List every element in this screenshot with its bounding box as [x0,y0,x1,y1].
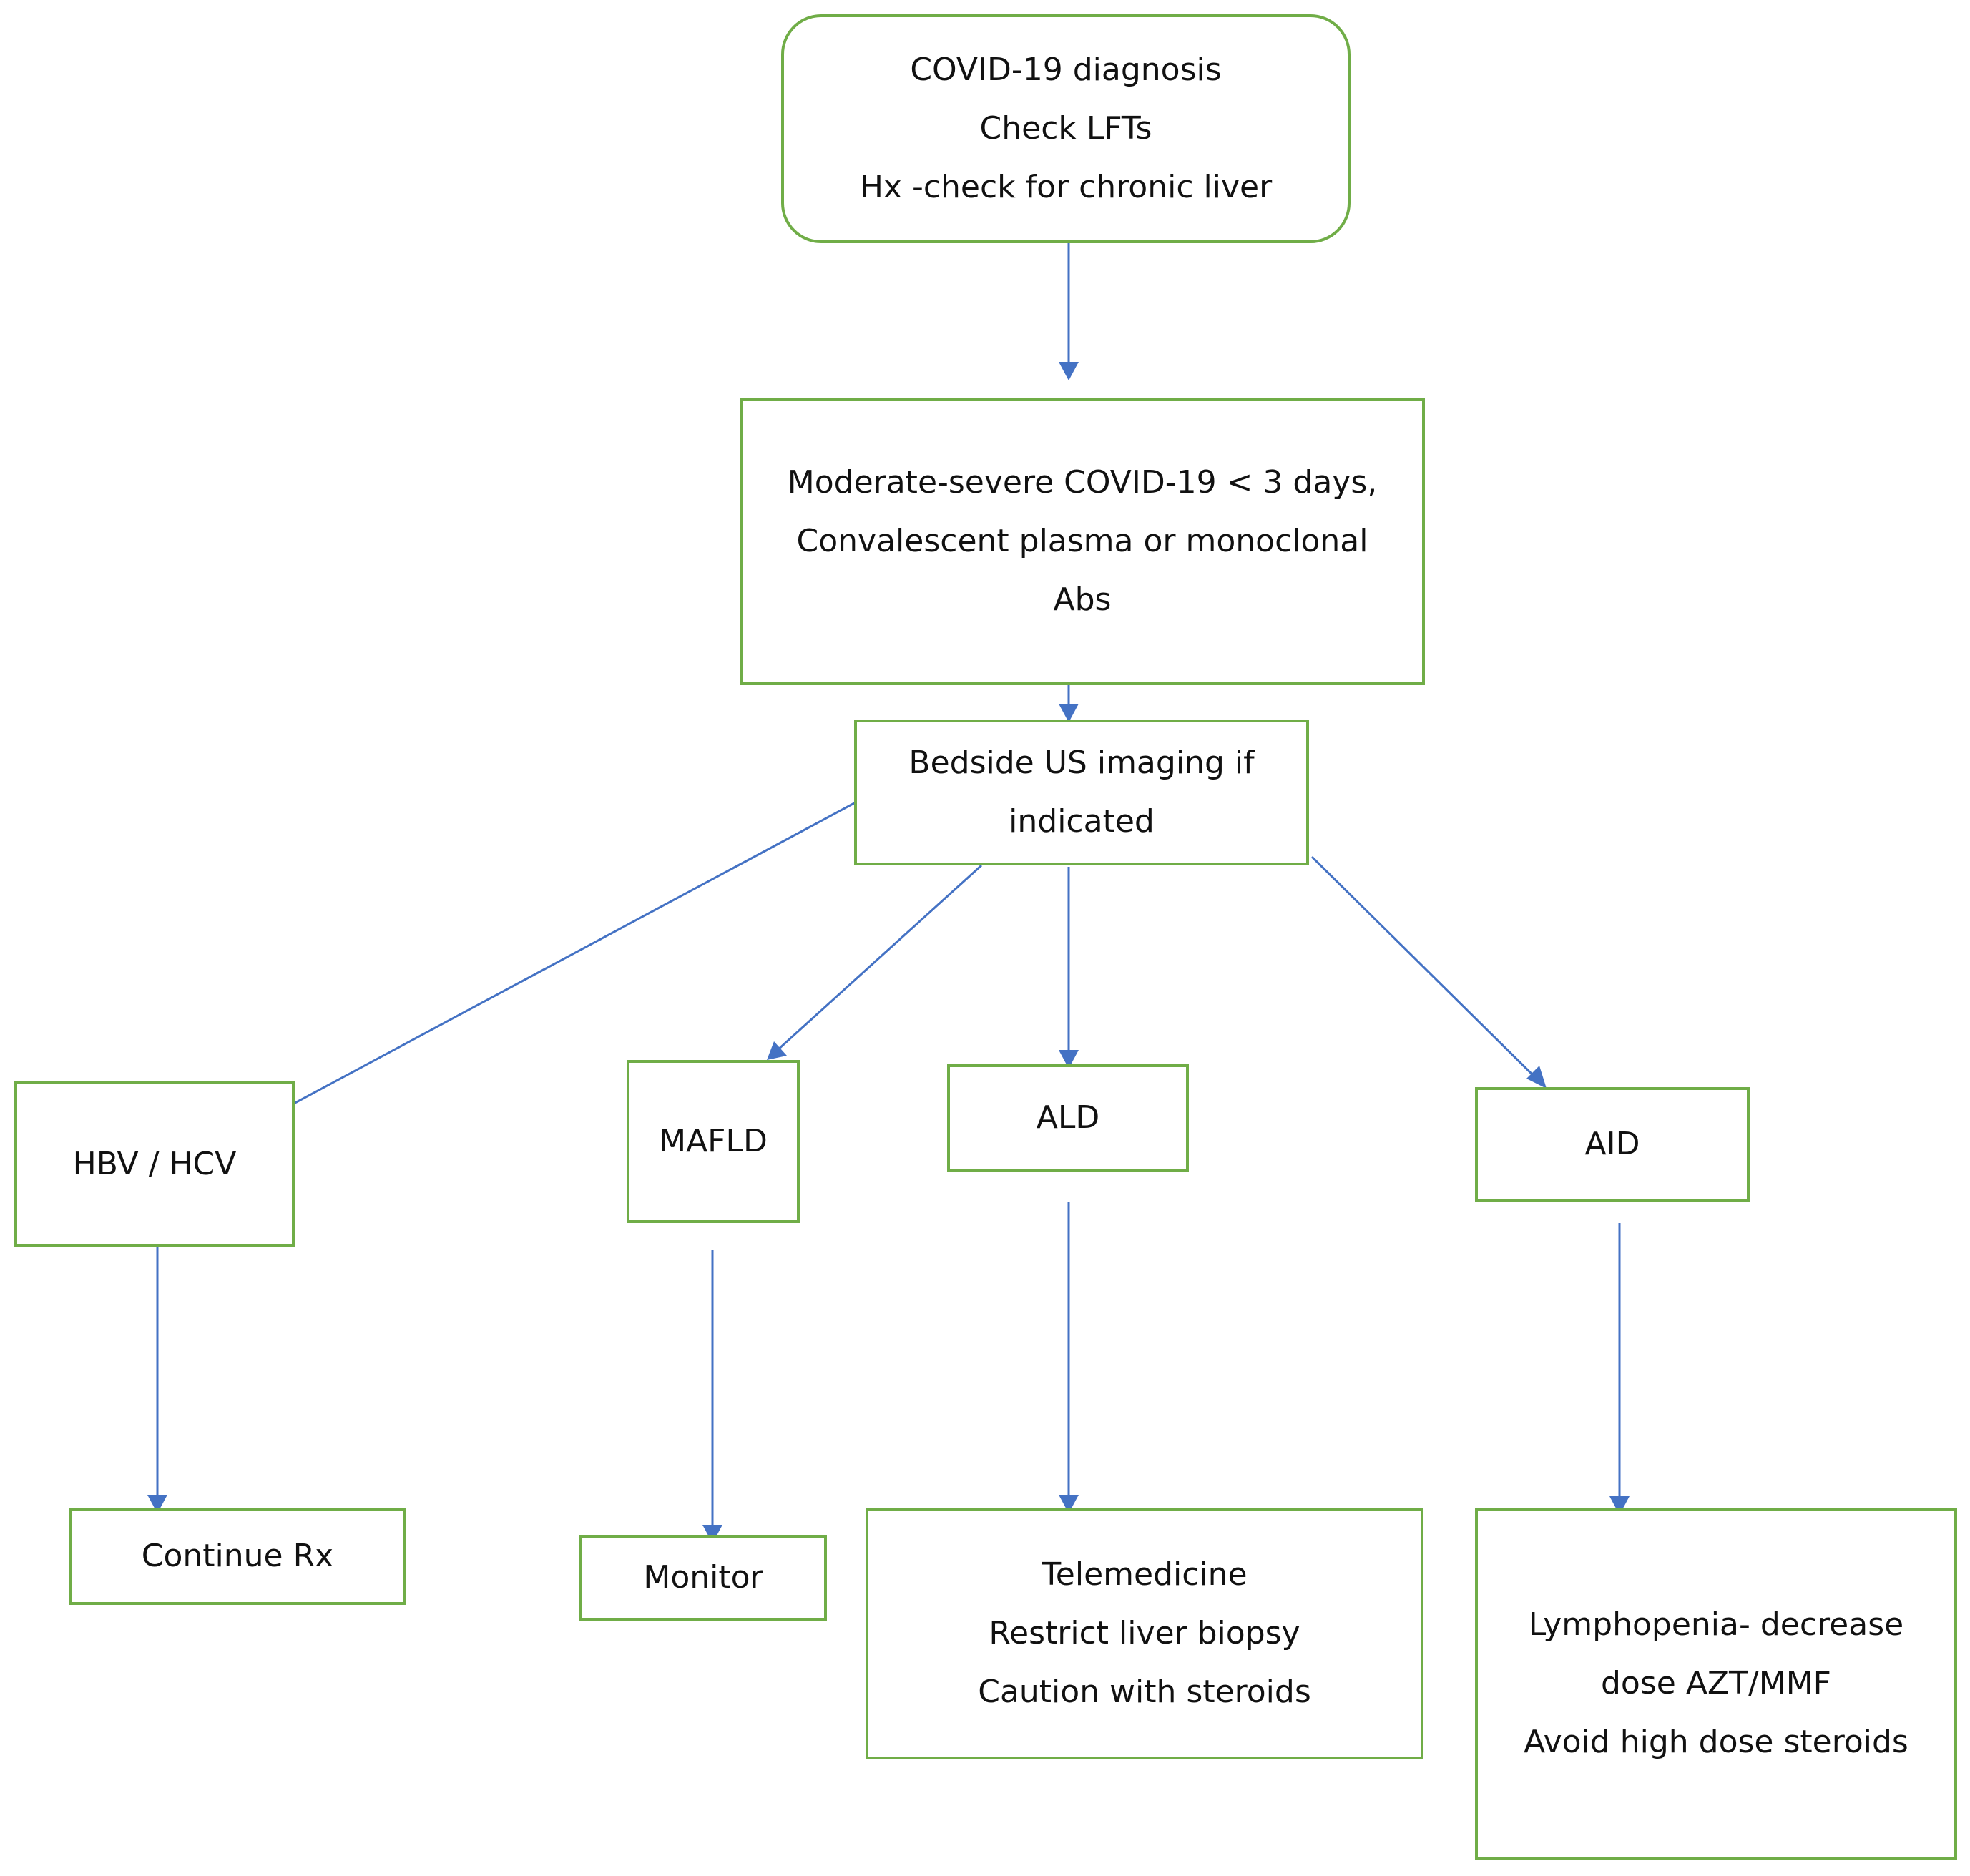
aid-actions-box: Lymphopenia- decrease dose AZT/MMF Avoid… [1475,1508,1957,1860]
hbv-hcv-box: HBV / HCV [14,1081,295,1247]
arrowhead-aid-actions [1609,1496,1630,1515]
node-line: Telemedicine [1042,1556,1248,1593]
arrowhead-mafld [767,1041,787,1060]
node-line: Check LFTs [979,110,1152,147]
node-line: Bedside US imaging if [908,745,1255,781]
node-line: dose AZT/MMF [1600,1665,1831,1701]
arrow-bedside-to-aid [1310,855,1544,1086]
arrowhead-aid [1526,1066,1547,1089]
covid-diagnosis-box: COVID-19 diagnosis Check LFTs Hx -check … [781,14,1351,243]
node-line: COVID-19 diagnosis [910,51,1222,88]
node-line: Hx -check for chronic liver [859,169,1273,205]
arrowhead-monitor [702,1525,722,1543]
ald-actions-box: Telemedicine Restrict liver biopsy Cauti… [866,1508,1423,1759]
node-line: Convalescent plasma or monoclonal [796,523,1368,559]
node-line: Restrict liver biopsy [989,1615,1300,1651]
arrowhead-continue [147,1495,167,1513]
moderate-severe-box: Moderate-severe COVID-19 < 3 days, Conva… [740,398,1425,685]
arrowhead-ald-actions [1059,1495,1079,1513]
node-label: MAFLD [659,1123,768,1159]
arrowhead-moderate [1059,362,1079,380]
node-line: Moderate-severe COVID-19 < 3 days, [787,464,1378,501]
node-label: AID [1584,1126,1640,1162]
node-label: Continue Rx [141,1538,334,1574]
arrow-bedside-to-mafld [768,864,983,1059]
node-label: HBV / HCV [72,1146,237,1182]
aid-box: AID [1475,1087,1750,1202]
arrow-bedside-to-hbv [260,801,856,1123]
node-line: Avoid high dose steroids [1524,1724,1908,1760]
continue-rx-box: Continue Rx [69,1508,406,1605]
node-line: indicated [1009,803,1155,840]
node-line: Abs [1053,581,1112,618]
mafld-box: MAFLD [627,1060,800,1223]
monitor-box: Monitor [579,1535,827,1621]
node-label: Monitor [643,1559,763,1596]
bedside-us-box: Bedside US imaging if indicated [854,720,1309,865]
arrowhead-ald [1059,1050,1079,1069]
ald-box: ALD [947,1064,1189,1172]
node-line: Lymphopenia- decrease [1528,1606,1904,1643]
node-line: Caution with steroids [978,1674,1311,1710]
node-label: ALD [1036,1099,1100,1136]
arrowhead-bedside [1059,704,1079,722]
